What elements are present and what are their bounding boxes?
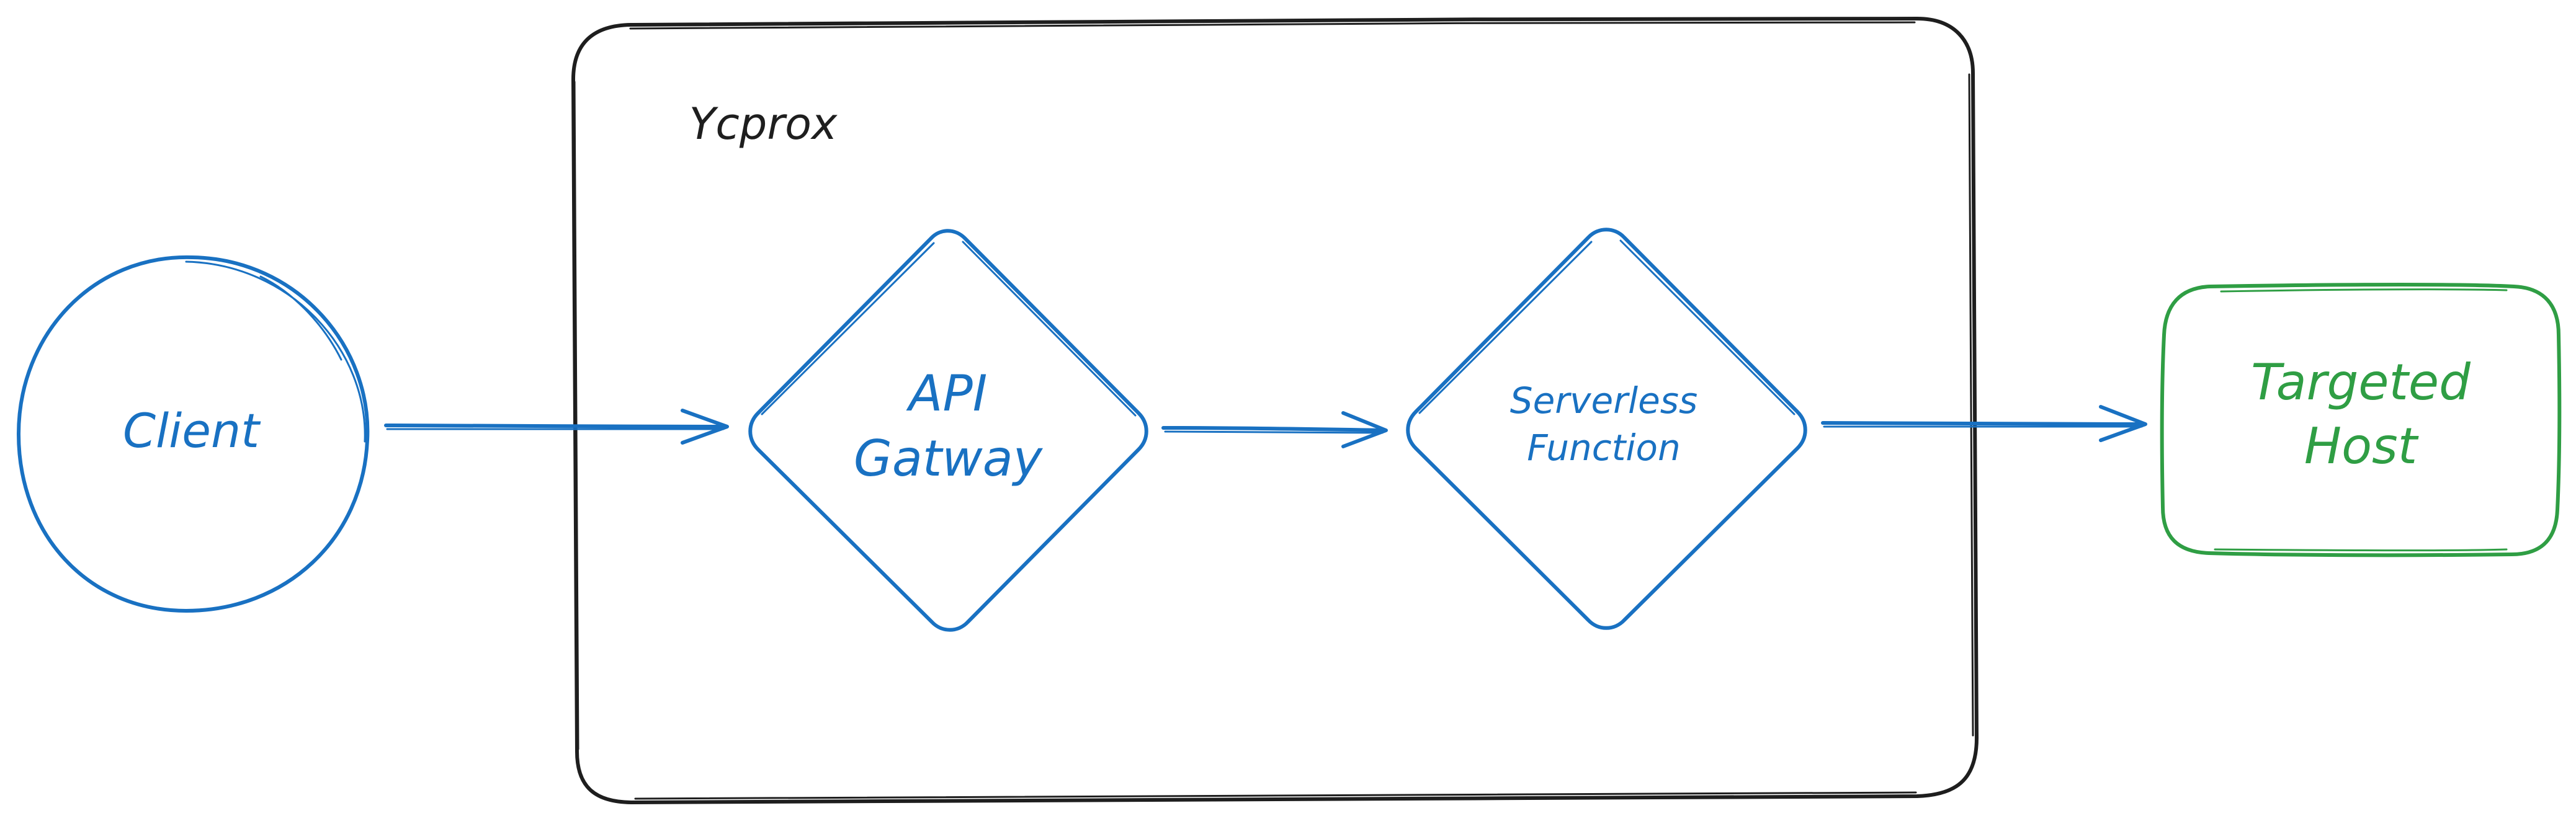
targeted-host-node: Targeted Host xyxy=(2160,283,2562,557)
serverless-function-label-line1: Serverless xyxy=(1510,379,1697,422)
api-gateway-label-line1: API xyxy=(906,365,988,422)
client-label: Client xyxy=(123,403,261,458)
ycprox-container: Ycprox xyxy=(571,17,1979,804)
arrow-serverless-function-to-targeted-host xyxy=(1821,405,2147,442)
arrow-client-to-api-gateway xyxy=(384,409,729,445)
serverless-function-label-line2: Function xyxy=(1527,427,1681,469)
targeted-host-label-line2: Host xyxy=(2304,417,2419,475)
api-gateway-label-line2: Gatway xyxy=(854,430,1044,487)
api-gateway-node: API Gatway xyxy=(748,229,1148,632)
targeted-host-label-line1: Targeted xyxy=(2251,353,2471,411)
container-title: Ycprox xyxy=(689,99,838,149)
arrow-api-gateway-to-serverless-function xyxy=(1161,411,1388,448)
serverless-function-node: Serverless Function xyxy=(1406,228,1807,630)
client-node: Client xyxy=(17,255,370,613)
